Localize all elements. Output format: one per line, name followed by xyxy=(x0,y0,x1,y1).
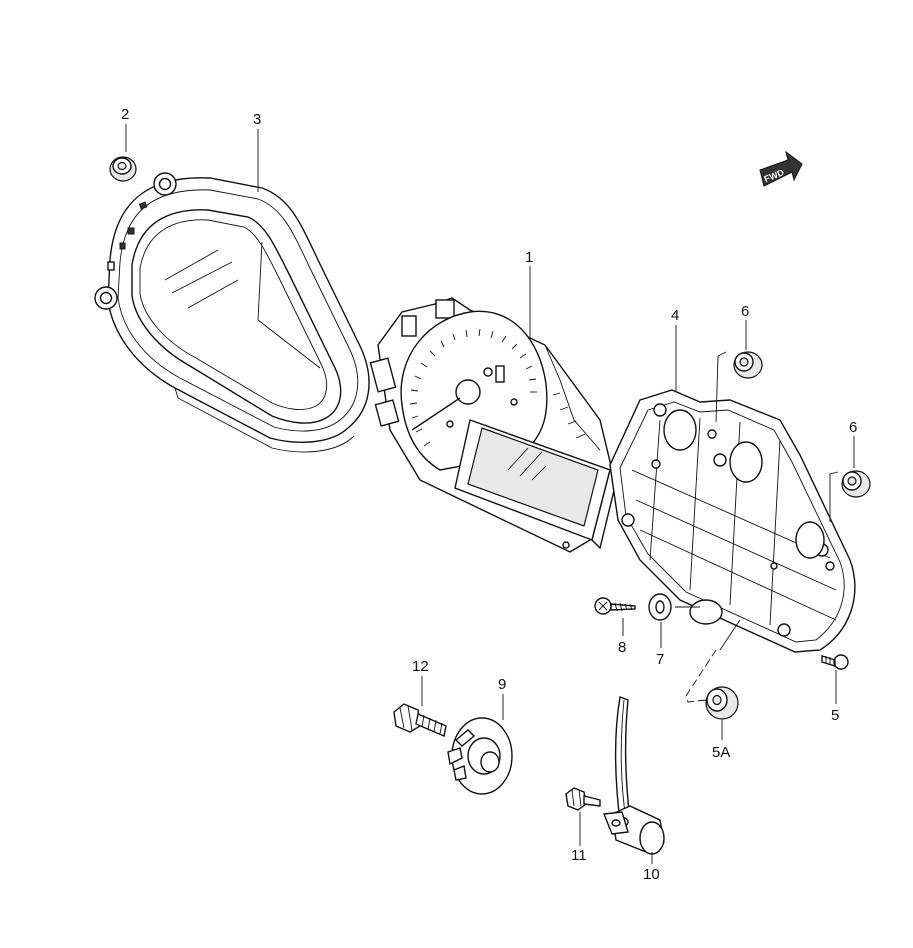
part-1-meter-assembly xyxy=(369,297,619,553)
part-12-bolt xyxy=(393,703,447,737)
callout-labels: 2 3 1 4 6 6 8 7 5 5A 12 9 11 10 xyxy=(121,106,857,883)
callout-12: 12 xyxy=(412,658,429,675)
part-3-meter-cover xyxy=(94,172,370,453)
callout-5: 5 xyxy=(831,707,839,724)
tach-scale-ticks xyxy=(409,328,537,447)
callout-4: 4 xyxy=(671,307,679,324)
callout-8: 8 xyxy=(618,639,626,656)
callout-9: 9 xyxy=(498,676,506,693)
part-6-grommet-lower xyxy=(841,470,871,498)
part-6-grommet-upper xyxy=(733,351,763,379)
part-5a-grommet xyxy=(705,686,739,720)
callout-2: 2 xyxy=(121,106,129,123)
callout-1: 1 xyxy=(525,249,533,266)
part-10-speed-sensor xyxy=(603,696,665,855)
part-2-grommet xyxy=(109,156,137,182)
part-4-meter-case xyxy=(609,389,856,653)
callout-6-lower: 6 xyxy=(849,419,857,436)
callout-5a: 5A xyxy=(712,744,730,761)
callout-6-upper: 6 xyxy=(741,303,749,320)
part-8-screw xyxy=(594,597,636,615)
fwd-direction-arrow: FWD xyxy=(759,150,803,187)
leader-lines xyxy=(125,124,855,864)
part-5-screw xyxy=(821,654,849,670)
part-7-washer xyxy=(648,593,700,621)
part-11-screw xyxy=(565,787,601,811)
part-9-sensor-rotor xyxy=(447,717,513,795)
callout-7: 7 xyxy=(656,651,664,668)
callout-3: 3 xyxy=(253,111,261,128)
callout-11: 11 xyxy=(571,847,587,864)
callout-10: 10 xyxy=(643,866,660,883)
